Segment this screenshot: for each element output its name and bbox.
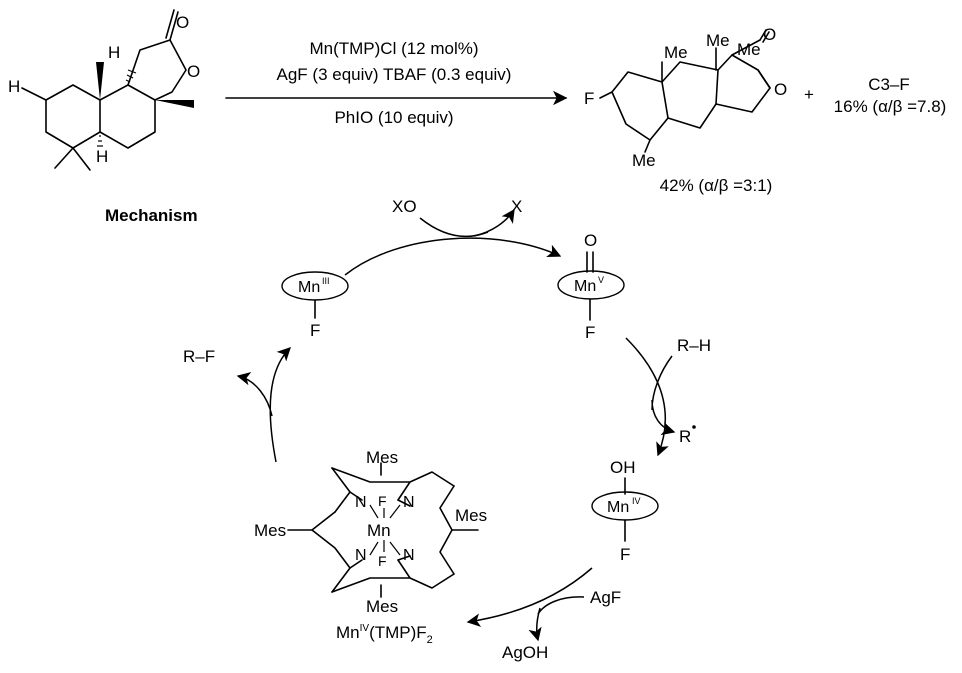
cycle-arc-right <box>625 337 669 457</box>
substrate-structure: H H H O O <box>8 9 200 171</box>
product-rf: R–F <box>183 347 215 366</box>
mes-top: Mes <box>366 448 398 467</box>
mn-v-oxidation: V <box>598 275 604 285</box>
substrate-carbonyl-o: O <box>176 13 189 32</box>
mn-iv-symbol: Mn <box>607 499 629 516</box>
mn-iii-fluoride: Mn III F <box>281 271 349 340</box>
byproduct-x: X <box>511 197 522 216</box>
mn-iv-oh: OH <box>610 458 636 477</box>
reagent-line-1: Mn(TMP)Cl (12 mol%) <box>309 39 478 58</box>
plus-sign: + <box>804 85 814 104</box>
radical-dot <box>692 425 696 429</box>
mes-bottom: Mes <box>366 597 398 616</box>
x-out-arrow <box>473 208 515 237</box>
alkyl-radical: R <box>679 427 691 446</box>
porphyrin-mn: Mn <box>367 521 391 540</box>
mn-iv-oxidation: IV <box>632 496 641 506</box>
rf-out-arrow <box>236 372 273 417</box>
oxidant-xo: XO <box>392 197 417 216</box>
radical-out-arrow <box>651 399 676 436</box>
cycle-arc-bottom <box>466 567 593 627</box>
n-top-right: N <box>403 494 415 511</box>
cycle-arc-top <box>344 237 562 276</box>
n-top-left: N <box>355 494 367 511</box>
product-ring-o: O <box>774 80 787 99</box>
mn-iii-oxidation: III <box>322 276 330 286</box>
substrate-rh: R–H <box>677 336 711 355</box>
mechanism-title: Mechanism <box>105 206 198 225</box>
reagent-line-3: PhIO (10 equiv) <box>334 108 453 127</box>
substrate-h-left: H <box>8 77 20 96</box>
n-bottom-left: N <box>355 547 367 564</box>
mn-v-f: F <box>585 323 595 342</box>
mes-left: Mes <box>254 521 286 540</box>
cycle-arc-left <box>269 347 291 463</box>
rh-in-curve <box>651 355 673 411</box>
product-me-1: Me <box>664 43 688 62</box>
porphyrin-f-top: F <box>378 493 387 509</box>
mn-v-symbol: Mn <box>574 278 596 295</box>
byproduct-agoh: AgOH <box>502 643 548 662</box>
agf-in-curve <box>537 596 585 615</box>
mn-v-oxo: O Mn V F <box>557 231 625 342</box>
mn-iv-f: F <box>620 545 630 564</box>
reagent-line-2: AgF (3 equiv) TBAF (0.3 equiv) <box>277 65 512 84</box>
product-yield: 42% (α/β =3:1) <box>660 176 773 195</box>
product-carbonyl-o: O <box>763 25 776 44</box>
mn-porphyrin-structure <box>287 462 479 598</box>
xo-in-curve <box>419 217 489 238</box>
substrate-h-top: H <box>108 43 120 62</box>
product-structure: F Me Me Me Me O O <box>584 25 787 170</box>
agoh-out-arrow <box>528 607 542 642</box>
substrate-ring-o: O <box>187 62 200 81</box>
mn-iii-f: F <box>310 321 320 340</box>
porphyrin-name: MnIV(TMP)F2 <box>336 623 433 646</box>
mn-iv-hydroxide: OH Mn IV F <box>591 458 659 564</box>
mn-v-oxo-o: O <box>584 231 597 250</box>
n-bottom-right: N <box>403 547 415 564</box>
product-fluorine: F <box>584 89 594 108</box>
side-product-yield: 16% (α/β =7.8) <box>834 97 947 116</box>
substrate-h-bottom: H <box>96 147 108 166</box>
product-me-3: Me <box>737 40 761 59</box>
product-me-2: Me <box>706 31 730 50</box>
mes-right: Mes <box>455 506 487 525</box>
reagent-agf: AgF <box>590 588 621 607</box>
mn-iii-symbol: Mn <box>298 279 320 296</box>
side-product-label: C3–F <box>868 75 910 94</box>
porphyrin-f-bottom: F <box>378 553 387 569</box>
product-me-4: Me <box>632 151 656 170</box>
